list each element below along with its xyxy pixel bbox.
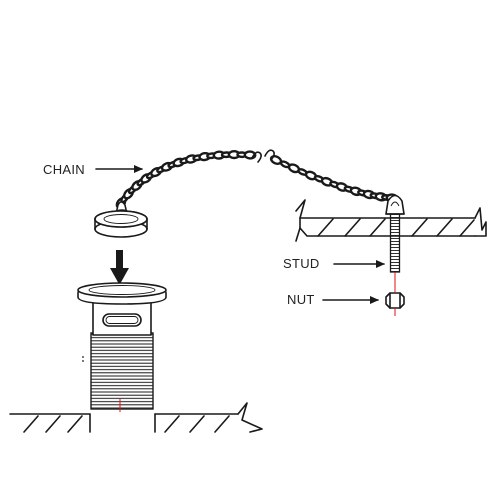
chain bbox=[115, 149, 399, 209]
chain-break-marks bbox=[251, 149, 275, 163]
stud bbox=[385, 194, 405, 292]
plug-stopper bbox=[94, 201, 148, 238]
insert-arrow-icon bbox=[110, 250, 129, 285]
basin-surface-section bbox=[9, 402, 263, 433]
chain-label: CHAIN bbox=[43, 162, 85, 177]
stud-label: STUD bbox=[283, 256, 320, 271]
stud-eyelet bbox=[385, 194, 405, 215]
nut bbox=[385, 292, 405, 316]
nut-label: NUT bbox=[287, 292, 315, 307]
basin-waste bbox=[77, 282, 167, 412]
